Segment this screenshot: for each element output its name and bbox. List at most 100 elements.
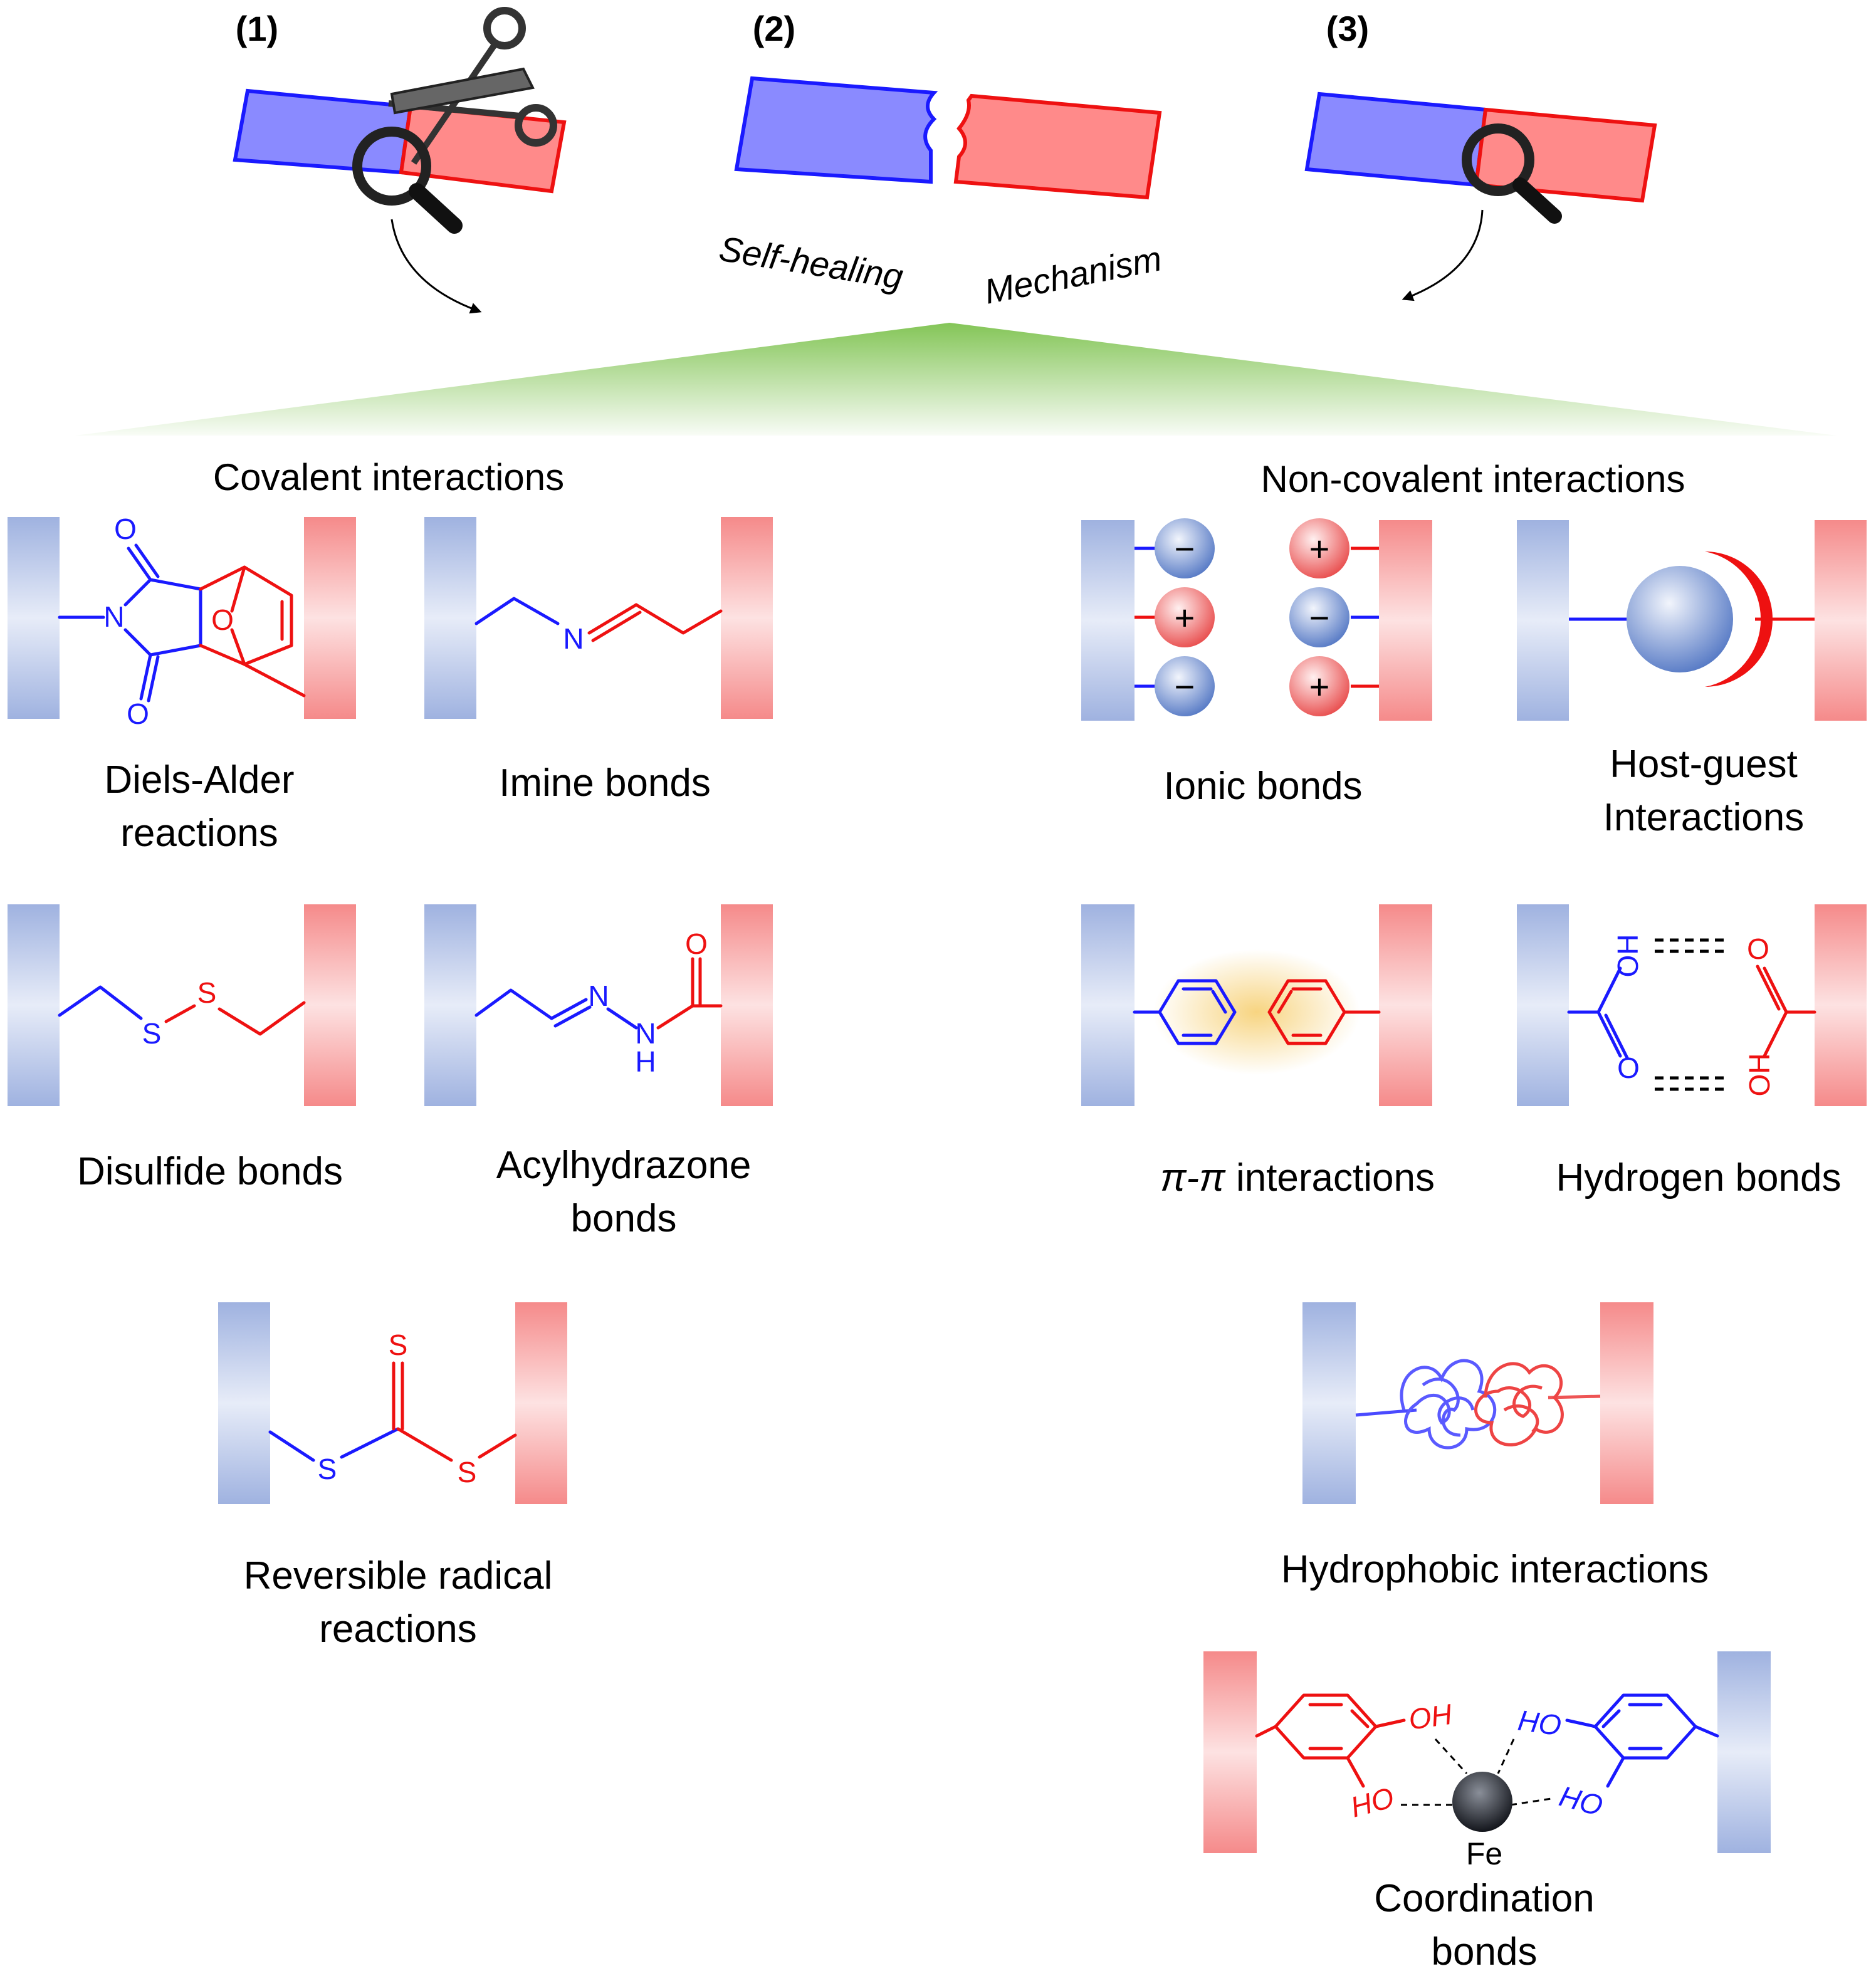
blue-block	[8, 904, 60, 1106]
guest-ball	[1627, 566, 1733, 672]
plus-sign: +	[1309, 667, 1330, 706]
red-block	[1379, 904, 1432, 1106]
blue-block	[1517, 520, 1569, 721]
label-imine: Imine bonds	[499, 761, 711, 805]
caption-mechanism: Mechanism	[981, 238, 1165, 311]
atom-ho-red: HO	[1347, 1781, 1397, 1824]
cation-ball	[1289, 518, 1349, 578]
label-fe: Fe	[1466, 1836, 1502, 1871]
process-header: (1) (2) (3) Self-healing Me	[75, 7, 1837, 436]
label-acylhydrazone-1: Acylhydrazone	[496, 1144, 752, 1187]
magnifier-icon	[352, 127, 463, 234]
blue-block	[424, 517, 476, 719]
label-hydrophobic: Hydrophobic interactions	[1281, 1548, 1709, 1591]
host-guest-panel: Host-guest Interactions	[1517, 520, 1867, 839]
atom-n: N	[103, 600, 124, 633]
step-3-illustration	[1304, 91, 1657, 301]
green-spotlight	[75, 323, 1837, 436]
red-coil	[1474, 1362, 1564, 1446]
label-coordination-1: Coordination	[1374, 1877, 1595, 1920]
label-hydrogen: Hydrogen bonds	[1556, 1156, 1842, 1200]
caption-self-healing: Self-healing	[716, 229, 906, 296]
cation-ball	[1155, 587, 1215, 647]
atom-n-2: N	[635, 1017, 656, 1050]
coordination-panel: OH HO HO HO Fe Coordination bonds	[1203, 1651, 1771, 1973]
minus-sign: −	[1309, 598, 1330, 637]
atom-o-bridge: O	[211, 604, 234, 636]
label-radical-1: Reversible radical	[244, 1554, 553, 1597]
red-block	[1379, 520, 1432, 721]
label-diels-alder-2: reactions	[120, 812, 278, 855]
anion-ball	[1155, 518, 1215, 578]
ionic-panel: − + − + − + Ionic bonds	[1081, 518, 1432, 808]
label-diels-alder-1: Diels-Alder	[104, 758, 294, 802]
blue-coil	[1400, 1359, 1497, 1450]
blue-block	[1081, 904, 1135, 1106]
disulfide-panel: S S Disulfide bonds	[8, 904, 356, 1193]
label-ionic: Ionic bonds	[1163, 765, 1362, 808]
radical-panel: S S S Reversible radical reactions	[218, 1302, 567, 1651]
host-crescent	[1705, 551, 1773, 687]
atom-o-blue: O	[1617, 1052, 1640, 1084]
blue-block	[1517, 904, 1569, 1106]
blue-block	[1302, 1302, 1356, 1504]
red-block	[1815, 904, 1867, 1106]
atom-oh-red: OH	[1743, 1053, 1776, 1097]
red-block	[1815, 520, 1867, 721]
diels-alder-panel: N O O O Diels-Alder reactions	[8, 513, 356, 855]
blue-bar-fractured	[734, 76, 938, 184]
step-1-illustration	[233, 7, 567, 314]
curved-arrow-down-right	[390, 219, 482, 314]
scissors-icon	[388, 7, 557, 165]
atom-n-1: N	[588, 980, 609, 1012]
curved-arrow-down-left	[1402, 209, 1484, 301]
atom-oh-blue: OH	[1611, 934, 1644, 978]
atom-o-bottom: O	[127, 698, 149, 730]
blue-block	[1717, 1651, 1771, 1853]
hydrogen-panel: OH O O OH Hydrogen bonds	[1517, 904, 1867, 1200]
blue-bar-healed	[1304, 91, 1488, 187]
magnifier-icon	[1462, 123, 1562, 224]
atom-s-red: S	[197, 976, 217, 1009]
red-block	[304, 904, 356, 1106]
atom-o-top: O	[114, 513, 137, 545]
label-disulfide: Disulfide bonds	[77, 1150, 343, 1193]
label-radical-2: reactions	[319, 1607, 477, 1651]
atom-s-blue: S	[142, 1017, 162, 1050]
pi-pi-panel: π-π interactions	[1081, 904, 1435, 1200]
red-block	[1203, 1651, 1257, 1853]
red-block	[721, 517, 773, 719]
non-covalent-heading: Non-covalent interactions	[1260, 458, 1685, 500]
label-coordination-2: bonds	[1432, 1930, 1538, 1973]
atom-o-red: O	[1747, 933, 1769, 965]
label-host-guest-1: Host-guest	[1610, 743, 1798, 786]
blue-block	[8, 517, 60, 719]
plus-sign: +	[1175, 598, 1195, 637]
atom-o: O	[685, 928, 708, 960]
plus-sign: +	[1309, 529, 1330, 568]
atom-s-red: S	[458, 1456, 477, 1488]
hydrophobic-panel: Hydrophobic interactions	[1281, 1302, 1709, 1591]
label-acylhydrazone-2: bonds	[571, 1197, 677, 1240]
imine-panel: N Imine bonds	[424, 517, 773, 805]
cation-ball	[1289, 656, 1349, 716]
label-pi-pi: π-π interactions	[1160, 1156, 1435, 1200]
atom-oh-red: OH	[1407, 1698, 1454, 1736]
atom-s-top: S	[389, 1329, 408, 1361]
acylhydrazone-panel: N N H O Acylhydrazone bonds	[424, 904, 773, 1240]
atom-h: H	[635, 1045, 656, 1078]
anion-ball	[1289, 587, 1349, 647]
atom-ho-blue-2: HO	[1556, 1779, 1606, 1822]
red-block	[721, 904, 773, 1106]
step-3-label: (3)	[1326, 9, 1369, 48]
pi-stacking-glow	[1153, 949, 1360, 1075]
step-2-label: (2)	[753, 9, 795, 48]
red-bar-fractured	[953, 93, 1162, 200]
step-2-illustration: Self-healing Mechanism	[716, 76, 1165, 311]
blue-block	[424, 904, 476, 1106]
step-1-label: (1)	[236, 9, 278, 48]
covalent-heading: Covalent interactions	[213, 456, 564, 498]
red-block	[304, 517, 356, 719]
minus-sign: −	[1175, 667, 1195, 706]
